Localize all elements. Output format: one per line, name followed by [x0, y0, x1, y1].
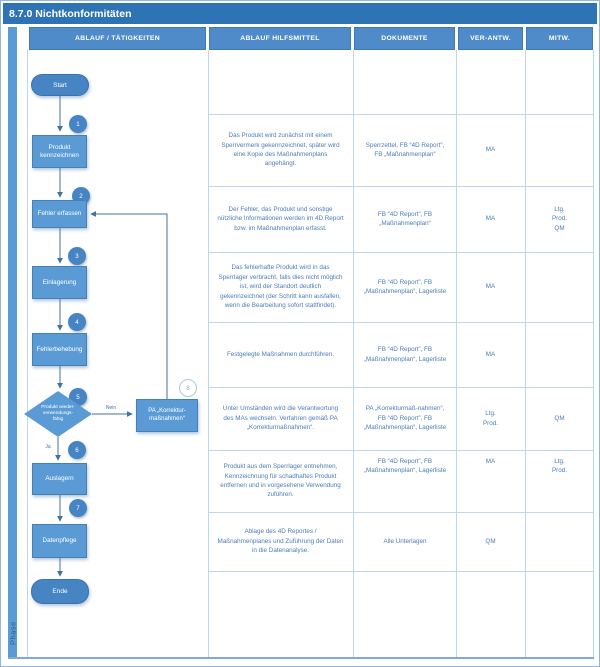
cell-mitw-row2: Ltg. Prod. QM	[551, 205, 568, 232]
cell-dokumente-row4: FB “4D Report”, FB „Maßnahmenplan“, Lage…	[363, 346, 447, 363]
step-badge-8: 8	[179, 379, 197, 397]
phase-strip	[8, 27, 17, 658]
cell-verantw-row5: Ltg. Prod.	[482, 410, 499, 427]
cell-mitw-row4	[526, 322, 593, 387]
cell-hilfsmittel-row4: Festgelegte Maßnahmen durchführen.	[226, 350, 335, 358]
grid-vline-right	[593, 50, 594, 658]
grid-hline-4	[208, 322, 594, 323]
document-title: 8.7.0 Nichtkonformitäten	[3, 3, 597, 24]
cell-hilfsmittel-row2: Der Fehler, das Produkt und sonstige nüt…	[217, 205, 344, 232]
edge-label-nein: Nein	[105, 405, 117, 411]
grid-vline-left	[27, 50, 28, 658]
column-header-dokumente: DOKUMENTE	[354, 27, 455, 50]
edge-label-ja: Ja	[45, 444, 51, 450]
flow-step-einlagerung: Einlagerung	[32, 266, 87, 299]
grid-vline-3	[456, 50, 457, 658]
cell-hilfsmittel-row3: Das fehlerhafte Produkt wird in das Sper…	[218, 264, 343, 310]
phase-label: Phase	[8, 621, 18, 645]
grid-hline-7	[208, 512, 594, 513]
cell-dokumente-row3: FB “4D Report”, FB „Maßnahmenplan“, Lage…	[363, 278, 447, 295]
table-bottom-border	[8, 657, 594, 659]
cell-hilfsmittel-row7: Ablage des 4D Reportes / Maßnahmenplanes…	[217, 528, 344, 555]
cell-hilfsmittel-row1: Das Produkt wird zunächst mit einem Sper…	[221, 132, 340, 168]
step-badge-6: 6	[68, 441, 86, 459]
cell-hilfsmittel-row6: Produkt aus dem Sperrlager entnehmen, Ke…	[220, 463, 341, 499]
grid-vline-2	[353, 50, 354, 658]
cell-verantw-row2: MA	[485, 215, 496, 223]
cell-dokumente-row1: Sperrzettel, FB “4D Report”, FB „Maßnahm…	[365, 141, 445, 158]
cell-verantw-row6: MA	[485, 458, 496, 465]
cell-dokumente-row6: FB “4D Report”, FB „Maßnahmenplan“, Lage…	[363, 458, 447, 475]
column-header-ver-antw: VER-ANTW.	[458, 27, 523, 50]
grid-hline-5	[208, 387, 594, 388]
column-header-ablauf-taetigkeiten: ABLAUF / TÄTIGKEITEN	[29, 27, 206, 50]
step-badge-1: 1	[69, 115, 87, 133]
flow-start-terminator: Start	[31, 74, 89, 96]
cell-mitw-row7	[526, 512, 593, 571]
cell-mitw-row1	[526, 114, 593, 186]
cell-dokumente-row2: FB “4D Report”, FB „Maßnahmenplan“	[377, 210, 433, 227]
cell-dokumente-row5: PA „Korrekturmaß-nahmen“, FB “4D Report”…	[363, 405, 447, 432]
grid-hline-8	[208, 571, 594, 572]
cell-verantw-row1: MA	[485, 146, 496, 154]
column-header-ablauf-hilfsmittel: ABLAUF HILFSMITTEL	[209, 27, 351, 50]
cell-hilfsmittel-row5: Unter Umständen wird die Verantwortung d…	[222, 405, 339, 432]
flow-step-produkt-kennzeichnen: Produkt kennzeichnen	[32, 135, 87, 168]
grid-hline-1	[208, 114, 594, 115]
cell-dokumente-row7: Alle Unterlagen	[383, 537, 427, 545]
flow-step-fehler-erfassen: Fehler erfassen	[32, 200, 87, 228]
cell-verantw-row4: MA	[485, 350, 496, 358]
grid-hline-6	[208, 450, 594, 451]
column-header-mitw: MITW.	[526, 27, 593, 50]
grid-hline-2	[208, 186, 594, 187]
flow-step-fehlerbehebung: Fehlerbehebung	[32, 333, 87, 366]
flow-step-pa-korrekturmassnahmen: PA „Korrektur- maßnahmen“	[136, 399, 198, 432]
grid-hline-3	[208, 252, 594, 253]
step-badge-3: 3	[68, 247, 86, 265]
cell-mitw-row3	[526, 252, 593, 322]
flow-step-datenpflege: Datenpflege	[32, 524, 87, 558]
grid-vline-1	[208, 50, 209, 658]
step-badge-7: 7	[69, 499, 87, 517]
cell-verantw-row3: MA	[485, 283, 496, 291]
cell-mitw-row5: QM	[554, 414, 565, 422]
cell-verantw-row7: QM	[485, 537, 496, 545]
step-badge-4: 4	[68, 313, 86, 331]
grid-vline-4	[525, 50, 526, 658]
cell-mitw-row6: Ltg. Prod.	[551, 458, 568, 475]
flow-step-auslagern: Auslagern	[32, 463, 87, 495]
flow-end-terminator: Ende	[31, 579, 89, 604]
